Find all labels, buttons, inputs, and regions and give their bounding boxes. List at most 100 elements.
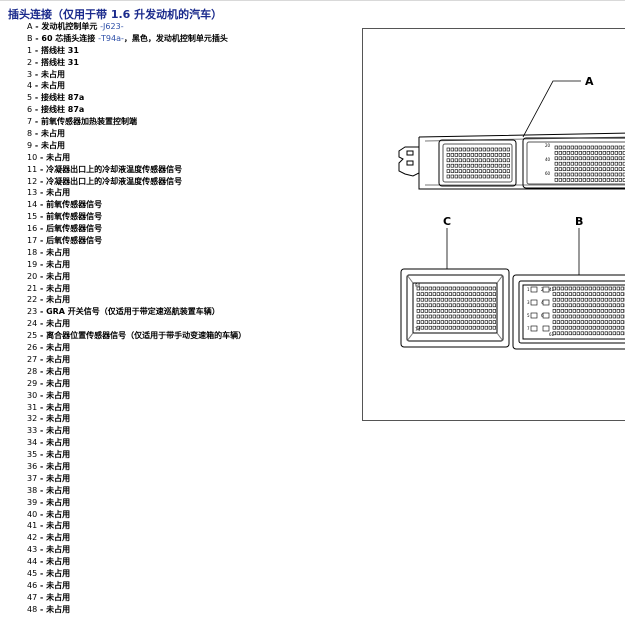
pin-cell-a	[590, 156, 594, 161]
pin-number: 24	[27, 319, 38, 329]
pin-cell-b	[580, 303, 584, 308]
pin-cell-c	[424, 320, 428, 324]
pin-number: 19	[27, 259, 38, 269]
pin-number: 6	[27, 105, 33, 115]
pin-cell-c	[440, 320, 444, 324]
pin-cell-c	[480, 286, 484, 291]
pin-number: 41	[27, 521, 38, 531]
pin-cell-a	[478, 153, 482, 157]
pin-number: 36	[27, 461, 38, 471]
pin-item: 12 - 冷凝器出口上的冷却液温度传感器信号	[27, 176, 183, 186]
pin-cell-a	[458, 158, 462, 163]
pin-cell-b	[616, 292, 620, 296]
pin-item: 15 - 前氧传感器信号	[27, 212, 103, 222]
pin-cell-a	[566, 161, 570, 166]
pin-cell-a	[594, 161, 598, 166]
pin-item: 36 - 未占用	[27, 461, 71, 471]
pin-cell-a	[606, 172, 610, 177]
pin-description: 未占用	[46, 592, 71, 602]
pin-number: 35	[27, 450, 38, 460]
pin-item: 40 - 未占用	[27, 509, 71, 519]
pin-cell-b	[612, 309, 616, 313]
pin-cell-b	[612, 325, 616, 330]
pin-cell-b	[556, 286, 560, 291]
pin-item: 37 - 未占用	[27, 473, 71, 483]
pin-mark-94: 94	[415, 283, 421, 288]
pin-cell-a	[498, 163, 502, 168]
pin-number: 18	[27, 247, 38, 257]
pin-description: 未占用	[46, 295, 71, 305]
pin-cell-b	[568, 314, 572, 319]
pin-cell-b	[580, 297, 584, 302]
pin-description: 未占用	[46, 521, 71, 531]
pin-cell-c	[416, 286, 420, 291]
pin-cell-c	[480, 314, 484, 319]
pin-cell-a	[598, 172, 602, 177]
pin-cell-a	[554, 145, 558, 150]
pin-cell-a	[618, 167, 622, 171]
pin-cell-a	[566, 156, 570, 161]
pin-description: 未占用	[46, 426, 71, 436]
pin-cell-b	[616, 325, 620, 330]
pin-number: 21	[27, 283, 38, 293]
pin-cell-a	[586, 161, 590, 166]
pin-cell-b	[612, 320, 616, 324]
pin-cell-b	[580, 314, 584, 319]
pin-cell-a	[586, 178, 590, 182]
pin-item: 3 - 未占用	[27, 69, 65, 79]
pin-cell-a	[562, 151, 566, 155]
pin-cell-c	[448, 325, 452, 330]
pin-cell-a	[490, 158, 494, 163]
pin-cell-b	[580, 292, 584, 296]
pin-cell-a	[622, 167, 625, 171]
pin-cell-a	[566, 145, 570, 150]
pin-cell-c	[476, 325, 480, 330]
pin-cell-c	[476, 320, 480, 324]
pin-number: 22	[27, 295, 38, 305]
pin-item: 31 - 未占用	[27, 402, 71, 412]
pin-cell-b	[604, 303, 608, 308]
pin-cell-c	[428, 309, 432, 313]
pin-description: 前氧传感器信号	[46, 212, 103, 222]
pin-cell-a	[454, 147, 458, 152]
pin-cell-c	[488, 325, 492, 330]
pin-cell-a	[506, 169, 510, 173]
pin-cell-c	[464, 292, 468, 296]
pin-cell-c	[432, 297, 436, 302]
pin-number: 1	[27, 45, 33, 55]
pin-cell-b	[552, 286, 556, 291]
pin-cell-a	[474, 163, 478, 168]
pin-cell-c	[432, 286, 436, 291]
pin-cell-b	[580, 309, 584, 313]
pin-cell-a	[590, 151, 594, 155]
connector-diagram: A C B 1 2 3 4 5 6 7 41	[362, 28, 625, 421]
pin-cell-a	[590, 172, 594, 177]
pin-cell-c	[472, 309, 476, 313]
pin-number: 23	[27, 307, 38, 317]
pin-cell-b	[604, 286, 608, 291]
pin-cell-c	[492, 309, 496, 313]
pin-cell-c	[436, 303, 440, 308]
pin-cell-b	[584, 292, 588, 296]
connector-c	[400, 268, 510, 348]
pin-mark-6: 6	[541, 313, 544, 318]
pin-number: 28	[27, 366, 38, 376]
pin-cell-a	[450, 153, 454, 157]
pin-cell-b	[592, 314, 596, 319]
pin-cell-c	[444, 314, 448, 319]
pin-cell-b	[584, 331, 588, 336]
pin-cell-b	[592, 331, 596, 336]
pin-cell-a	[562, 167, 566, 171]
pin-item: 8 - 未占用	[27, 129, 65, 139]
pin-number: 17	[27, 236, 38, 246]
pin-cell-a	[466, 158, 470, 163]
pin-cell-c	[428, 286, 432, 291]
pin-cell-a	[502, 169, 506, 173]
pin-cell-c	[488, 286, 492, 291]
pin-cell-b	[608, 331, 612, 336]
pin-cell-a	[498, 174, 502, 179]
pin-cell-a	[618, 156, 622, 161]
pin-number: 5	[27, 93, 33, 103]
pin-description: 未占用	[46, 497, 71, 507]
pin-cell-c	[488, 320, 492, 324]
